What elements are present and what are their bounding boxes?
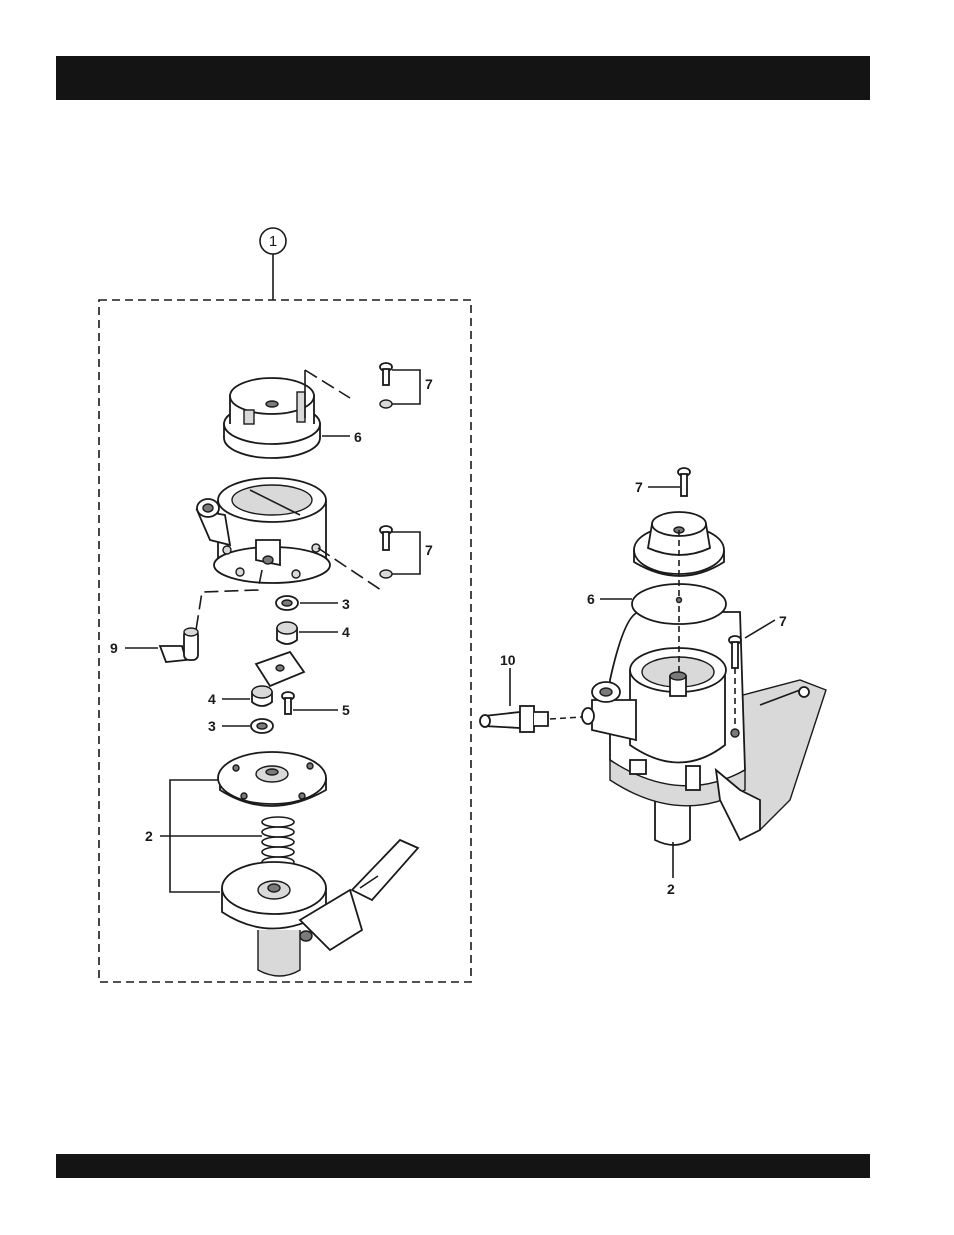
label-cover-6-right: 6 — [587, 591, 595, 607]
assembled-top-screw — [678, 468, 690, 496]
assembled-fitting-part — [480, 706, 582, 732]
valve-retainer-plate — [256, 652, 304, 686]
label-pump-2-right: 2 — [667, 881, 675, 897]
label-valve-4-lower: 4 — [208, 691, 216, 707]
label-retainer-3-lower: 3 — [208, 718, 216, 734]
label-pump-2-left: 2 — [145, 828, 153, 844]
right-assembled-view: 7 6 7 10 2 — [480, 468, 826, 897]
label-cover-6: 6 — [354, 429, 362, 445]
label-bolt-9: 9 — [110, 640, 118, 656]
label-screw-7-middle: 7 — [425, 542, 433, 558]
pump-upper-housing — [197, 478, 330, 583]
label-screw-7-side: 7 — [779, 613, 787, 629]
label-fitting-10: 10 — [500, 652, 516, 668]
diaphragm-part — [218, 752, 326, 806]
middle-screw-part — [318, 526, 392, 592]
label-retainer-3-upper: 3 — [342, 596, 350, 612]
upper-valve-part — [277, 622, 297, 644]
upper-retainer-part — [276, 596, 298, 610]
assembly-callout-label: 1 — [269, 233, 277, 250]
upper-screw-part — [305, 363, 392, 418]
spring-part — [262, 817, 294, 867]
label-screw-5: 5 — [342, 702, 350, 718]
lower-retainer-part — [251, 719, 273, 733]
banjo-bolt-part — [160, 570, 262, 662]
lower-pump-body — [222, 840, 418, 976]
label-valve-4-upper: 4 — [342, 624, 350, 640]
label-screw-7-upper: 7 — [425, 376, 433, 392]
label-screw-7-top: 7 — [635, 479, 643, 495]
lower-valve-part — [252, 686, 272, 706]
lower-screw-part — [282, 692, 294, 714]
assembly-callout: 1 — [260, 228, 286, 300]
left-exploded-view: 7 6 7 3 4 9 4 5 3 2 — [110, 363, 433, 976]
